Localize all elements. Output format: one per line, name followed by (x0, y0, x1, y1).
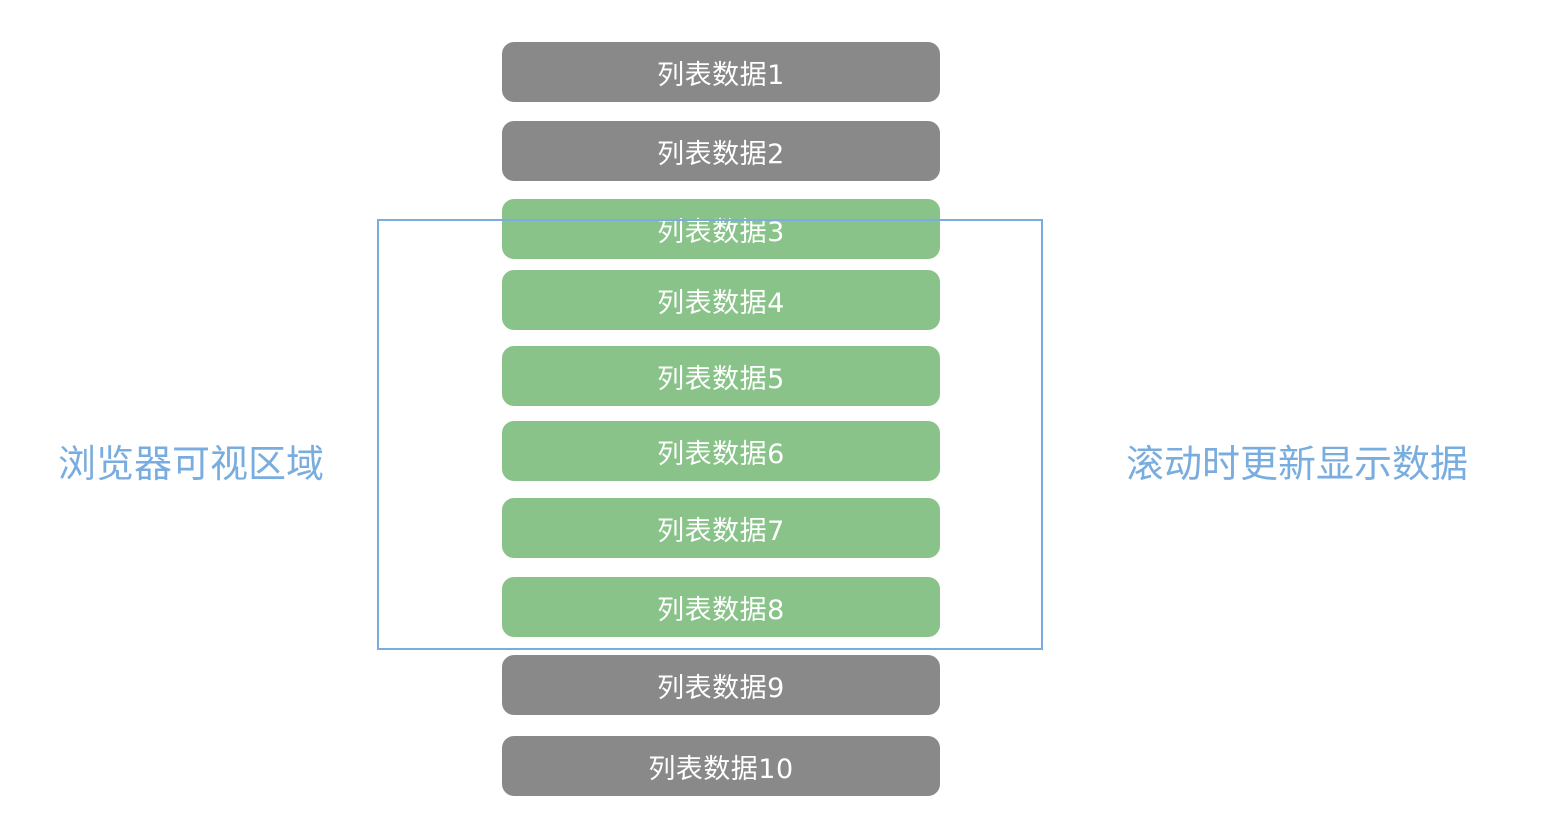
list-item-7: 列表数据7 (502, 498, 940, 558)
list-item-label: 列表数据1 (657, 59, 785, 91)
list-item-label: 列表数据5 (657, 363, 785, 395)
list-item-label: 列表数据4 (657, 287, 785, 319)
list-item-label: 列表数据3 (657, 216, 785, 248)
list-item-label: 列表数据6 (657, 438, 785, 470)
list-item-3: 列表数据3 (502, 199, 940, 259)
list-item-label: 列表数据2 (657, 138, 785, 170)
list-item-10: 列表数据10 (502, 736, 940, 796)
list-item-2: 列表数据2 (502, 121, 940, 181)
list-item-5: 列表数据5 (502, 346, 940, 406)
list-item-8: 列表数据8 (502, 577, 940, 637)
list-item-4: 列表数据4 (502, 270, 940, 330)
list-item-label: 列表数据7 (657, 515, 785, 547)
scroll-update-label: 滚动时更新显示数据 (1126, 442, 1469, 486)
list-item-6: 列表数据6 (502, 421, 940, 481)
list-item-label: 列表数据8 (657, 594, 785, 626)
list-item-1: 列表数据1 (502, 42, 940, 102)
list-item-label: 列表数据10 (648, 753, 794, 785)
viewport-label: 浏览器可视区域 (58, 442, 325, 486)
list-item-9: 列表数据9 (502, 655, 940, 715)
list-item-label: 列表数据9 (657, 672, 785, 704)
